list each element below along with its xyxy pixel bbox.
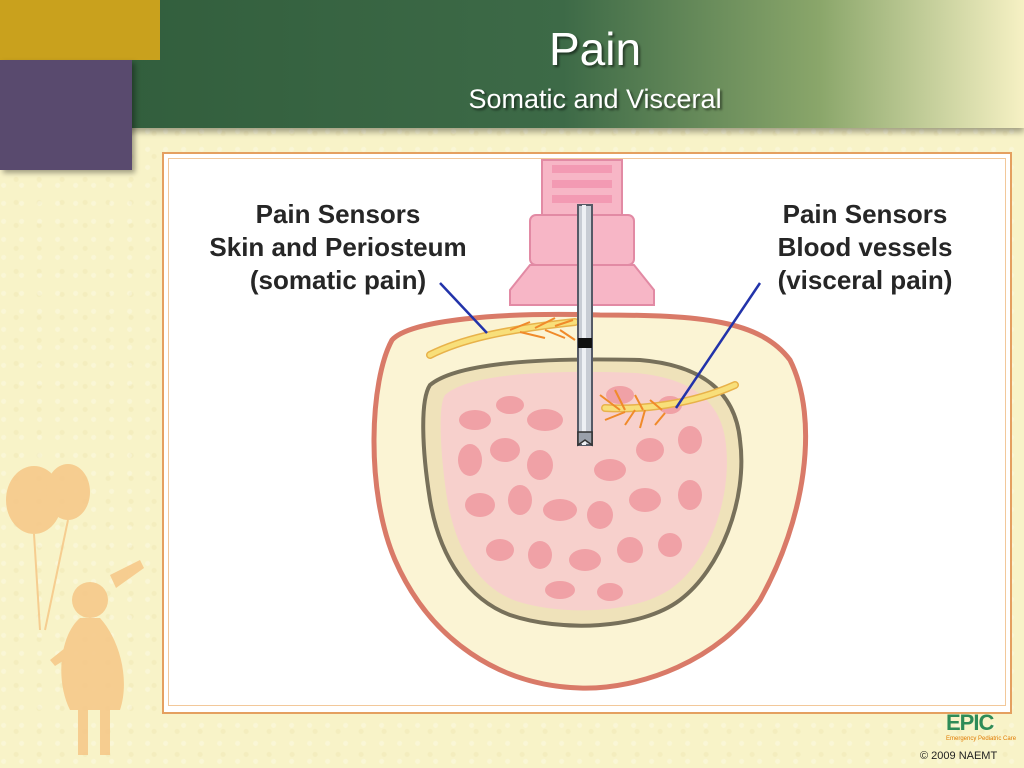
copyright-text: © 2009 NAEMT: [920, 750, 998, 762]
decor-purple-square: [0, 60, 132, 170]
label-visceral: Pain Sensors Blood vessels (visceral pai…: [755, 198, 975, 297]
header-band: [0, 0, 1024, 128]
label-visceral-line-3: (visceral pain): [777, 265, 953, 295]
pointer-line-somatic: [439, 282, 488, 334]
label-somatic-line-3: (somatic pain): [249, 265, 427, 295]
diagram-frame-inner: [168, 158, 1006, 706]
epic-logo-subtext: Emergency Pediatric Care: [946, 736, 1017, 742]
label-visceral-line-2: Blood vessels: [777, 232, 953, 262]
visceral-nerve-branches: [599, 389, 666, 429]
girl-with-balloons-decoration: [6, 464, 144, 755]
epic-logo-text: EPIC: [946, 710, 994, 735]
pointer-line-visceral: [674, 282, 762, 409]
slide-title: Pain: [548, 23, 642, 75]
label-visceral-line-1: Pain Sensors: [782, 199, 948, 229]
needle-shaft: [577, 204, 593, 447]
decor-gold-square: [0, 0, 160, 60]
slide-subtitle: Somatic and Visceral: [468, 84, 722, 114]
marrow-trabeculae: [458, 386, 702, 601]
label-somatic: Pain Sensors Skin and Periosteum (somati…: [188, 198, 488, 297]
somatic-nerve-branches: [509, 317, 576, 341]
label-somatic-line-2: Skin and Periosteum: [209, 232, 467, 262]
label-somatic-line-1: Pain Sensors: [255, 199, 421, 229]
